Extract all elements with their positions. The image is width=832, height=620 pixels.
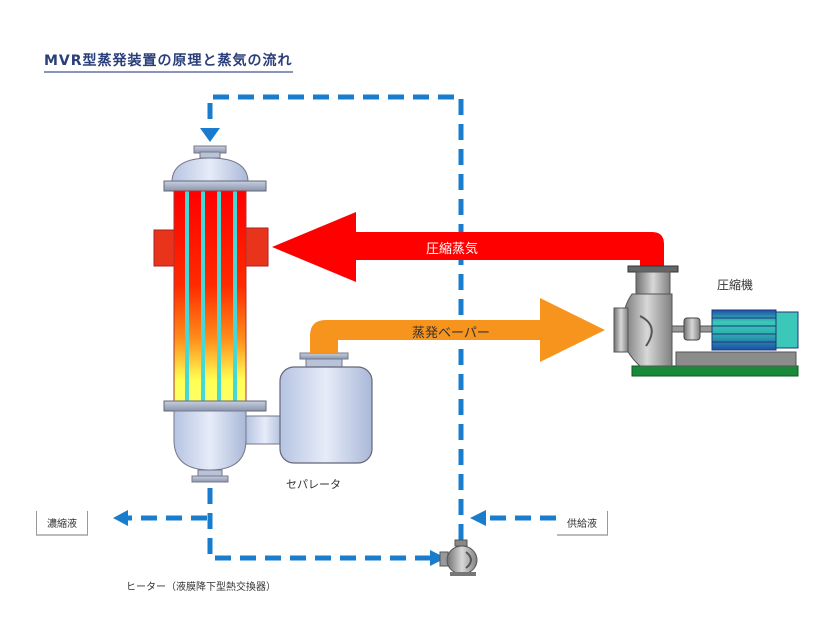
- separator-label: セパレータ: [286, 478, 341, 491]
- feed-arrowhead: [470, 510, 486, 526]
- separator: [279, 352, 373, 464]
- heater-to-pump-line: [207, 488, 432, 561]
- compressed-steam-label: 圧縮蒸気: [426, 242, 479, 257]
- diagram-title: MVR型蒸発装置の原理と蒸気の流れ: [44, 50, 293, 73]
- heater-label: ヒーター（液膜降下型熱交換器）: [126, 582, 276, 593]
- evaporation-vapor-label: 蒸発ベーパー: [412, 326, 490, 341]
- pump-inlet-arrowhead: [430, 550, 446, 566]
- compressed-steam-arrow: [272, 212, 664, 282]
- top-feed-line: [207, 94, 464, 540]
- heater: [153, 145, 285, 483]
- concentrate-arrowhead: [113, 510, 128, 526]
- circulation-pump: [439, 539, 478, 576]
- feed-liquid-label: 供給液: [557, 511, 608, 536]
- compressor-label: 圧縮機: [717, 278, 754, 292]
- evaporation-vapor-arrow: [310, 298, 605, 362]
- liquid-flow-lines: [128, 94, 556, 561]
- compressor-unit: [613, 265, 799, 377]
- top-feed-arrowhead: [200, 128, 220, 142]
- concentrate-label: 濃縮液: [36, 511, 88, 536]
